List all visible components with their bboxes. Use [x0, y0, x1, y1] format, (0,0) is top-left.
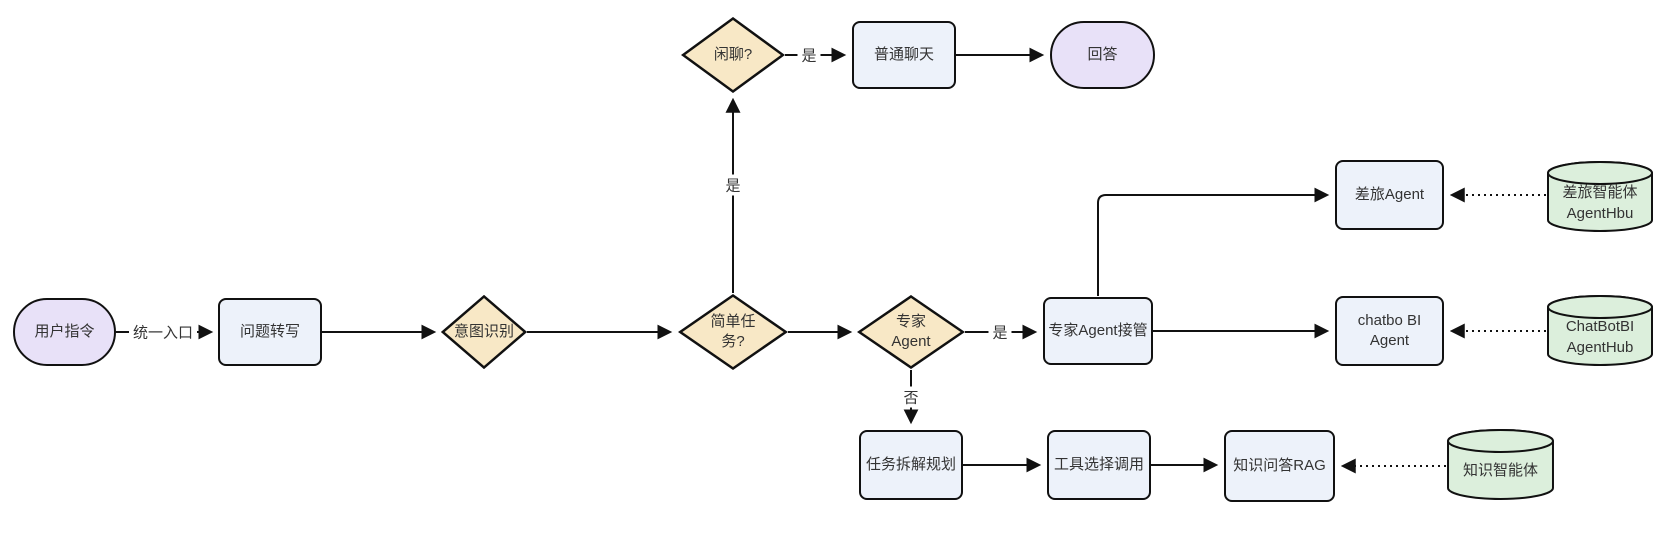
node-knowledge-qa-rag: 知识问答RAG	[1224, 430, 1335, 502]
node-answer-label: 回答	[1087, 45, 1118, 63]
node-normal-chat-label: 普通聊天	[873, 45, 934, 63]
cylinder-shape	[1446, 428, 1555, 501]
node-simple-task-label: 简单任 务?	[710, 312, 756, 350]
node-knowledge-agent-label: 知识智能体	[1462, 462, 1538, 480]
node-normal-chat: 普通聊天	[852, 21, 956, 89]
cylinder-shape	[1546, 294, 1654, 367]
node-intent-recognition-label: 意图识别	[453, 322, 514, 340]
node-tool-select-invoke-label: 工具选择调用	[1053, 455, 1144, 473]
diamond-shape	[681, 17, 785, 93]
node-simple-task: 简单任 务?	[678, 294, 788, 370]
edge-label-yes-to-chitchat: 是	[721, 174, 745, 196]
edge-label-no-expert-to-plan: 否	[899, 386, 923, 408]
node-chatbot-bi-agent-label: chatbo BI Agent	[1357, 311, 1422, 349]
node-chitchat: 闲聊?	[681, 17, 785, 93]
node-user-command-label: 用户指令	[34, 322, 95, 340]
node-chatbot-agenthub-label: ChatBotBI AgentHub	[1565, 318, 1635, 356]
node-travel-agenthub: 差旅智能体 AgentHbu	[1546, 160, 1654, 233]
node-chitchat-label: 闲聊?	[713, 45, 753, 63]
node-intent-recognition: 意图识别	[441, 295, 527, 369]
node-chatbot-bi-agent: chatbo BI Agent	[1335, 296, 1444, 366]
node-task-decompose-plan-label: 任务拆解规划	[865, 455, 956, 473]
node-expert-agent-label: 专家 Agent	[891, 312, 931, 350]
node-question-rewrite: 问题转写	[218, 298, 322, 366]
node-travel-agent-label: 差旅Agent	[1354, 185, 1425, 203]
node-chatbot-agenthub: ChatBotBI AgentHub	[1546, 294, 1654, 367]
cylinder-shape	[1546, 160, 1654, 233]
node-tool-select-invoke: 工具选择调用	[1047, 430, 1151, 500]
node-question-rewrite-label: 问题转写	[239, 322, 300, 340]
node-travel-agenthub-label: 差旅智能体 AgentHbu	[1562, 184, 1638, 222]
edge-label-unified-entry: 统一入口	[128, 321, 198, 343]
node-knowledge-qa-rag-label: 知识问答RAG	[1233, 456, 1326, 474]
edge-label-yes-expert-to-takeover: 是	[988, 321, 1012, 343]
node-expert-agent-takeover: 专家Agent接管	[1043, 297, 1153, 365]
diamond-shape	[441, 295, 527, 369]
node-expert-agent: 专家 Agent	[857, 295, 965, 369]
diamond-shape	[857, 295, 965, 369]
node-travel-agent: 差旅Agent	[1335, 160, 1444, 230]
node-task-decompose-plan: 任务拆解规划	[859, 430, 963, 500]
diamond-shape	[678, 294, 788, 370]
node-user-command: 用户指令	[13, 298, 116, 366]
node-knowledge-agent: 知识智能体	[1446, 428, 1555, 501]
node-answer: 回答	[1050, 21, 1155, 89]
node-expert-agent-takeover-label: 专家Agent接管	[1048, 321, 1148, 339]
edge-takeover-to-travel	[1097, 187, 1330, 296]
edge-label-yes-chitchat-to-chat: 是	[797, 44, 821, 66]
